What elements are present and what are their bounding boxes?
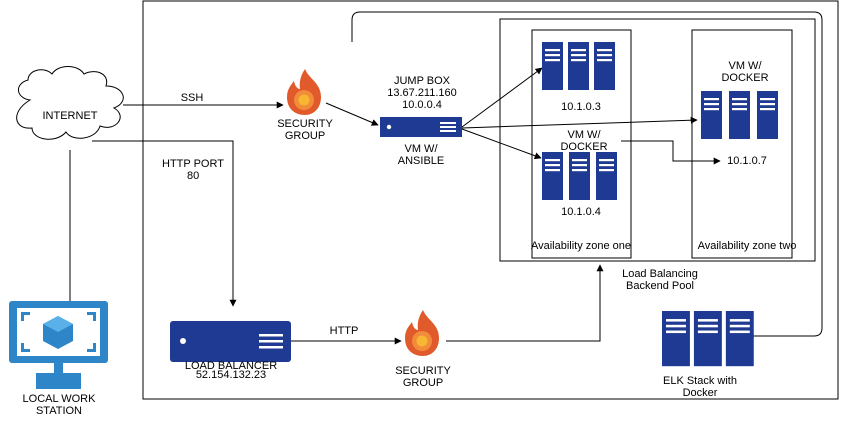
backend-pool-outline bbox=[351, 11, 823, 337]
load-balancer-ip: 52.154.132.23 bbox=[195, 369, 267, 381]
server-rack-icon bbox=[662, 311, 754, 367]
jump-box-header: JUMP BOX 13.67.211.160 10.0.0.4 bbox=[370, 75, 474, 111]
edge-jumpbox-to-vm103 bbox=[461, 67, 543, 128]
elk-label-line2: Docker bbox=[682, 387, 718, 399]
cloud-icon bbox=[16, 66, 124, 140]
zone-one-label: Availability zone one bbox=[530, 240, 632, 252]
zone-one-box bbox=[531, 29, 632, 259]
zone-two-box bbox=[691, 29, 793, 259]
jump-box-title: JUMP BOX bbox=[393, 75, 451, 87]
zone-two-label: Availability zone two bbox=[697, 240, 797, 252]
firewall-icon bbox=[405, 310, 439, 356]
security-group-top-line1: SECURITY bbox=[277, 118, 333, 130]
monitor-icon bbox=[9, 301, 108, 389]
firewall-icon bbox=[287, 69, 321, 115]
vm-104-caption: VM W/ DOCKER bbox=[545, 129, 623, 153]
load-balancer-name: LOAD BALANCER bbox=[184, 360, 278, 372]
backend-pool-label-line2: Backend Pool bbox=[626, 280, 694, 292]
jump-box-caption-line1: VM W/ bbox=[404, 143, 438, 155]
jump-box-private-ip: 10.0.0.4 bbox=[402, 99, 442, 111]
jump-box-caption-line2: ANSIBLE bbox=[397, 155, 445, 167]
backend-pool-label: Load Balancing Backend Pool bbox=[610, 268, 710, 292]
vm-104-caption-line1: VM W/ bbox=[567, 129, 601, 141]
elk-label-line1: ELK Stack with bbox=[663, 375, 737, 387]
network-boundary bbox=[142, 0, 839, 400]
backend-pool-label-line1: Load Balancing bbox=[622, 268, 698, 280]
http-port-label: HTTP PORT 80 bbox=[162, 158, 242, 182]
security-group-top-line2: GROUP bbox=[284, 130, 326, 142]
load-balancer-icon bbox=[170, 321, 291, 362]
load-balancer-label: LOAD BALANCER 52.154.132.23 bbox=[166, 360, 296, 381]
vm-107-caption-line1: VM W/ bbox=[728, 60, 762, 72]
edge-jumpbox-to-vm104 bbox=[461, 128, 542, 160]
local-station-label-line1: LOCAL WORK bbox=[22, 393, 96, 405]
vm-104-label: 10.1.0.4 bbox=[561, 206, 601, 218]
vm-107-caption: VM W/ DOCKER bbox=[705, 60, 785, 84]
vm-107-caption-line2: DOCKER bbox=[721, 72, 769, 84]
jump-box-public-ip: 13.67.211.160 bbox=[387, 87, 457, 99]
edge-http-port-80 bbox=[92, 140, 237, 307]
server-rack-icon bbox=[542, 152, 617, 200]
internet-label: INTERNET bbox=[42, 110, 98, 122]
security-group-bottom-line1: SECURITY bbox=[395, 365, 451, 377]
local-station-label-line2: STATION bbox=[35, 405, 83, 417]
http-port-label-line2: 80 bbox=[187, 170, 200, 182]
edge-vm104-to-vm107 bbox=[621, 140, 721, 165]
jump-box-caption: VM W/ ANSIBLE bbox=[381, 143, 461, 167]
availability-zones-container bbox=[499, 18, 816, 262]
edge-sg-to-backend-pool bbox=[446, 264, 604, 342]
vm-107-label: 10.1.0.7 bbox=[727, 155, 767, 167]
security-group-bottom-line2: GROUP bbox=[402, 377, 444, 389]
edge-jumpbox-to-vm107 bbox=[461, 116, 698, 129]
vm-104-caption-line2: DOCKER bbox=[560, 141, 608, 153]
server-icon bbox=[380, 117, 462, 137]
security-group-bottom-label: SECURITY GROUP bbox=[389, 365, 457, 389]
server-rack-icon bbox=[542, 42, 615, 90]
http-port-label-line1: HTTP PORT bbox=[162, 158, 224, 170]
edge-sg-to-jumpbox bbox=[325, 102, 379, 126]
server-rack-icon bbox=[701, 91, 778, 139]
elk-label: ELK Stack with Docker bbox=[650, 375, 750, 399]
local-station-label: LOCAL WORK STATION bbox=[13, 393, 105, 417]
ssh-edge-label: SSH bbox=[180, 92, 204, 104]
security-group-top-label: SECURITY GROUP bbox=[271, 118, 339, 142]
vm-103-label: 10.1.0.3 bbox=[561, 101, 601, 113]
http-edge-label: HTTP bbox=[329, 325, 359, 337]
